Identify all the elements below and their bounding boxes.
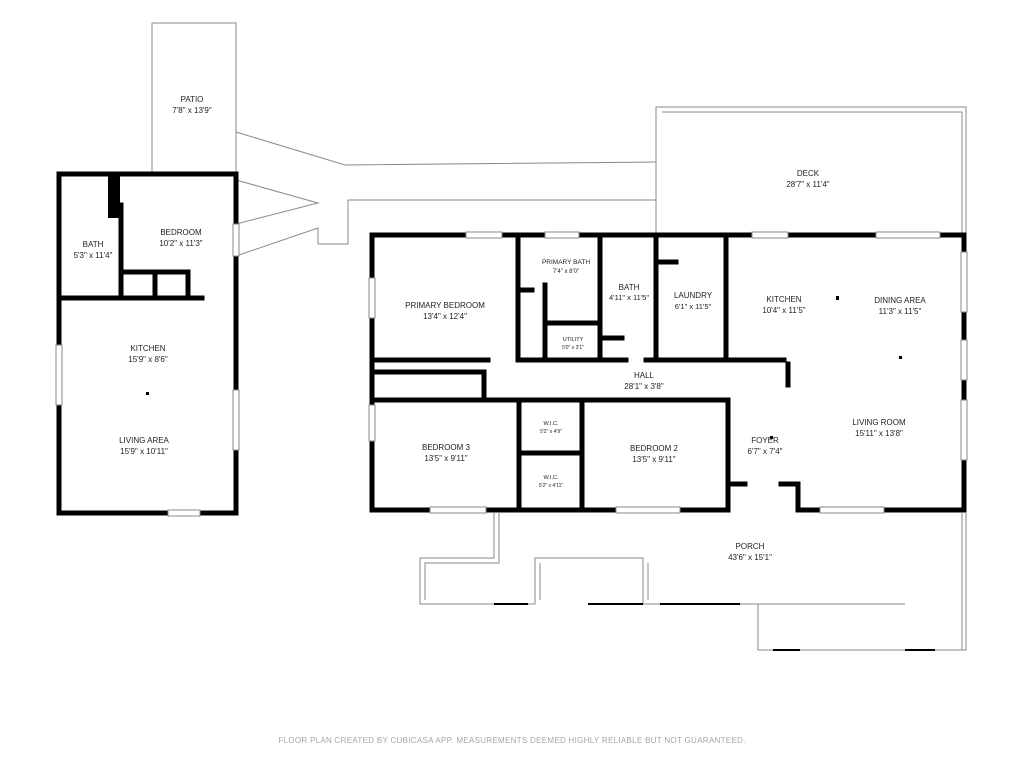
hall-dim: 28'1" x 3'8" — [624, 382, 664, 391]
exterior-outlines — [151, 22, 967, 651]
utility-dim: 5'0" x 3'1" — [562, 345, 584, 351]
guest-bedroom-name: BEDROOM — [160, 228, 202, 237]
porch-dim: 43'6" x 15'1" — [728, 553, 772, 562]
wic1-dim: 5'2" x 4'9" — [540, 429, 562, 435]
window — [55, 344, 63, 406]
bedroom2-name: BEDROOM 2 — [630, 444, 679, 453]
fixture-marks — [146, 296, 902, 439]
laundry-name: LAUNDRY — [674, 291, 713, 300]
foyer-dim: 6'7" x 7'4" — [748, 447, 783, 456]
main-house-walls — [369, 232, 967, 513]
living-room-dim: 15'11" x 13'8" — [855, 429, 903, 438]
wic2-dim: 5'2" x 4'11" — [539, 483, 563, 489]
walkway-outline — [235, 131, 657, 257]
window — [232, 389, 240, 451]
window — [615, 506, 681, 514]
primary-bedroom-name: PRIMARY BEDROOM — [405, 301, 485, 310]
window — [819, 506, 885, 514]
bath-name: BATH — [619, 283, 640, 292]
primary-bath-name: PRIMARY BATH — [542, 259, 590, 266]
window — [232, 223, 240, 257]
guest-kitchen-name: KITCHEN — [130, 344, 165, 353]
living-room-name: LIVING ROOM — [852, 418, 906, 427]
guest-kitchen-dim: 15'9" x 8'6" — [128, 355, 168, 364]
guest-house-walls — [56, 171, 239, 516]
kitchen-dim: 10'4" x 11'5" — [762, 306, 805, 315]
primary-bath-dim: 7'4" x 8'0" — [553, 269, 579, 275]
kitchen-name: KITCHEN — [766, 295, 801, 304]
hall-name: HALL — [634, 371, 655, 380]
guest-bath-name: BATH — [83, 240, 104, 249]
foyer-name: FOYER — [751, 436, 779, 445]
main-windows — [368, 231, 968, 514]
porch-name: PORCH — [736, 542, 765, 551]
primary-bedroom-dim: 13'4" x 12'4" — [423, 312, 467, 321]
guest-bedroom-dim: 10'2" x 11'3" — [159, 239, 202, 248]
fixture-mark — [770, 436, 773, 439]
window — [465, 231, 503, 239]
room-labels: PATIO 7'8" x 13'9" DECK 28'7" x 11'4" BA… — [74, 95, 927, 562]
bath-dim: 4'11" x 11'5" — [609, 293, 649, 302]
window — [960, 251, 968, 313]
porch-post-ticks — [494, 603, 935, 651]
guest-living-dim: 15'9" x 10'11" — [120, 447, 168, 456]
window — [875, 231, 941, 239]
patio-name: PATIO — [181, 95, 204, 104]
fixture-mark — [899, 356, 902, 359]
fixture-mark — [836, 296, 839, 300]
dining-dim: 11'3" x 11'5" — [879, 307, 922, 316]
window — [368, 404, 376, 442]
bedroom3-closet-wall — [369, 369, 487, 403]
bedroom2-dim: 13'5" x 9'11" — [632, 455, 675, 464]
utility-box — [542, 282, 603, 363]
deck-dim: 28'7" x 11'4" — [786, 180, 829, 189]
deck-outline — [655, 106, 967, 234]
guest-living-name: LIVING AREA — [119, 436, 169, 445]
wic2-name: W.I.C. — [544, 475, 559, 481]
porch-outline — [419, 513, 967, 651]
bedroom3-name: BEDROOM 3 — [422, 443, 471, 452]
patio-outline — [151, 22, 237, 172]
guest-windows — [55, 223, 240, 517]
laundry-dim: 6'1" x 11'5" — [675, 302, 712, 311]
dining-name: DINING AREA — [874, 296, 926, 305]
bedroom3-dim: 13'5" x 9'11" — [424, 454, 467, 463]
window — [429, 506, 487, 514]
window — [960, 339, 968, 381]
window — [544, 231, 580, 239]
window — [167, 509, 201, 517]
window — [751, 231, 789, 239]
deck-name: DECK — [797, 169, 820, 178]
window — [368, 277, 376, 319]
guest-bath-dim: 5'3" x 11'4" — [74, 251, 113, 260]
foyer-notch-right — [778, 481, 801, 513]
utility-name: UTILITY — [563, 337, 584, 343]
patio-dim: 7'8" x 13'9" — [172, 106, 212, 115]
fixture-mark — [146, 392, 149, 395]
window — [960, 399, 968, 461]
footer-disclaimer: FLOOR PLAN CREATED BY CUBICASA APP. MEAS… — [278, 736, 746, 745]
wic1-name: W.I.C. — [544, 421, 559, 427]
guest-chimney — [108, 174, 120, 218]
